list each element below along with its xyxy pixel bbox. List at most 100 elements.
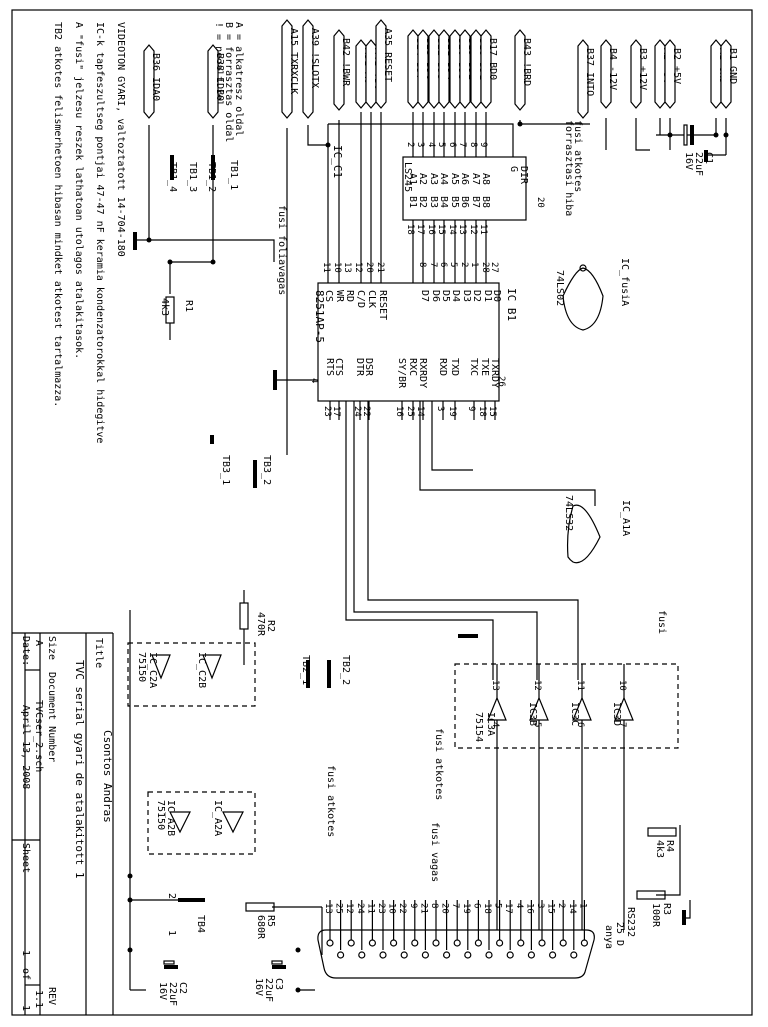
ic3-pin-num: 6 xyxy=(575,722,585,727)
ic-b1-pin-label: TXRDY xyxy=(489,358,500,388)
ic-a1a-part: 74LS32 xyxy=(563,495,574,531)
ic-c1-pin-b: B4 xyxy=(438,196,449,208)
ic-b1-pin-label: DSR xyxy=(363,358,374,377)
rs232-pin-num: 19 xyxy=(461,903,471,914)
rs232-pin-contact xyxy=(517,939,525,947)
ic-c2b-driver xyxy=(202,654,222,680)
ic3-pin-num: 7 xyxy=(617,722,627,727)
rs232-pin-num: 16 xyxy=(524,903,534,914)
connector-flag-shape xyxy=(577,39,589,119)
rs232-pin-contact xyxy=(337,951,345,959)
ic-c1-pin-num: 15 xyxy=(436,224,446,235)
ic-c1-pin-b: B8 xyxy=(480,196,491,208)
rs232-pin-contact xyxy=(421,951,429,959)
r2-resistor: R2 470R xyxy=(239,590,276,665)
connector-flag-label: B4 -12V xyxy=(607,48,618,90)
tb3-jumpers[interactable]: TB3_1 TB3_2 xyxy=(220,455,272,488)
rs232-pin-contact xyxy=(559,939,567,947)
connector-flag-shape xyxy=(459,29,471,109)
ic-c1-pin-b: B7 xyxy=(470,196,481,208)
tb2-1-label: TB2_1 xyxy=(300,655,311,685)
ic-c1-pin-num: 16 xyxy=(426,224,436,235)
connector-flag: B37 INTO xyxy=(577,39,595,119)
ic-c1-pin-num: 20 xyxy=(535,197,545,208)
ic-b1-pin-num: 28 xyxy=(480,262,490,273)
rs232-pin-num: 12 xyxy=(344,903,354,914)
ic-b1-pin-num: 12 xyxy=(353,262,363,273)
rs232-pin-num: 21 xyxy=(418,903,428,914)
tb1-jumpers[interactable]: TB1_1 TB1_2 TB1_3 TB1_4 xyxy=(167,155,239,192)
rs232-pin-contact xyxy=(358,951,366,959)
tb4-jumper[interactable]: TB4 2 1 xyxy=(166,893,206,936)
sheet-label: Sheet xyxy=(20,843,31,873)
c3-ref: C3 xyxy=(273,978,284,990)
rs232-pin-contact xyxy=(496,939,504,947)
ic-b1-pin-label: TXC xyxy=(468,358,479,376)
wires xyxy=(129,112,727,991)
ic-b1-pin-num: 25 xyxy=(405,406,415,417)
ic-b1-pin-num: 11 xyxy=(321,262,331,273)
rs232-pin-contact xyxy=(538,939,546,947)
ic-b1-pin-num: 24 xyxy=(352,406,362,417)
rs232-pin-contact xyxy=(443,951,451,959)
ic-c2-part: 75150 xyxy=(136,652,147,682)
rs232-pin-num: 8 xyxy=(429,903,439,908)
rs232-pin-num: 3 xyxy=(535,903,545,908)
rs232-pin-num: 11 xyxy=(365,903,375,914)
ic-c1-pin-a: A8 xyxy=(480,173,491,185)
rev-value: 1.1 xyxy=(33,990,44,1008)
tb2-jumpers[interactable]: TB2_1 TB2_2 xyxy=(300,655,351,688)
c2-ref: C2 xyxy=(177,982,188,994)
r4-value: 4k3 xyxy=(654,840,665,858)
connector-flag-shape xyxy=(480,29,492,109)
ic-c1-pin-a: A5 xyxy=(449,173,460,185)
rs232-type: 25 D xyxy=(614,922,625,946)
c2-value: 22uF xyxy=(167,982,178,1006)
rs232-pin-contact xyxy=(464,951,472,959)
ic-b1-pin-num: 10 xyxy=(332,262,342,273)
size-value: A xyxy=(33,640,44,646)
r1-resistor: R1 4k3 xyxy=(159,262,194,340)
annot-fusi-atkotes-2: fusi atkotes xyxy=(433,728,444,800)
connector-flag-shape xyxy=(281,19,293,119)
ic3-pin-num: 12 xyxy=(532,680,542,691)
ic-c1-pin-num: 4 xyxy=(426,142,436,147)
ic-b1-pin-label: DTR xyxy=(354,358,365,377)
ic-c2b-ref: IC_C2B xyxy=(196,652,207,688)
ic-c1-pin-num: 2 xyxy=(405,142,415,147)
rs232-pin-num: 4 xyxy=(514,903,524,908)
c1-capacitor: C1 22uF 16V xyxy=(656,124,716,176)
ic-b1-pin-num: 5 xyxy=(448,262,458,267)
ic-c1-pin-num: 3 xyxy=(415,142,425,147)
title-block: Title TVC serial gyari de atalakitott 1 … xyxy=(12,632,114,1015)
rs232-pin-num: 23 xyxy=(376,903,386,914)
rs232-pin-contact xyxy=(548,951,557,959)
ic-b1-pin-num: 26 xyxy=(496,376,506,387)
ic-c1-dir: DIR xyxy=(518,166,529,185)
connector-flag-shape xyxy=(630,39,642,109)
date-value: April 13, 2008 xyxy=(20,705,31,789)
rs232-pin-contact xyxy=(347,939,355,947)
rs232-pin-num: 2 xyxy=(556,903,566,908)
ic-c1-pin-b: B2 xyxy=(417,196,428,208)
rs232-pin-contact xyxy=(400,951,408,959)
rs232-pin-contact xyxy=(368,939,376,947)
annot-forrasztasi-hiba: forrasztasi hiba xyxy=(563,120,574,216)
rs232-pin-contact xyxy=(485,951,493,959)
r5-ref: R5 xyxy=(265,915,276,927)
ic-b1-pin-label: TXD xyxy=(449,358,460,376)
ic-b1-pin-num: 7 xyxy=(428,262,438,267)
note-line-4: TB2 atkotes felismerhetoen hibasan mindk… xyxy=(52,22,63,407)
ic-b1-pin-label: D7 xyxy=(419,290,430,302)
r4-ref: R4 xyxy=(664,840,675,852)
ic-b1-pin-num: 2 xyxy=(459,262,469,267)
ic-b1-pin-label: D5 xyxy=(440,290,451,302)
tb4-label: TB4 xyxy=(195,915,206,933)
r2-ref: R2 xyxy=(265,620,276,632)
rs232-pin-num: 20 xyxy=(440,903,450,914)
ic-b1-pin-num: 6 xyxy=(438,262,448,267)
rs232-pin-num: 25 xyxy=(334,903,344,914)
connector-flag: B42 !BWR xyxy=(333,29,351,111)
tb2-2-label: TB2_2 xyxy=(340,655,351,685)
